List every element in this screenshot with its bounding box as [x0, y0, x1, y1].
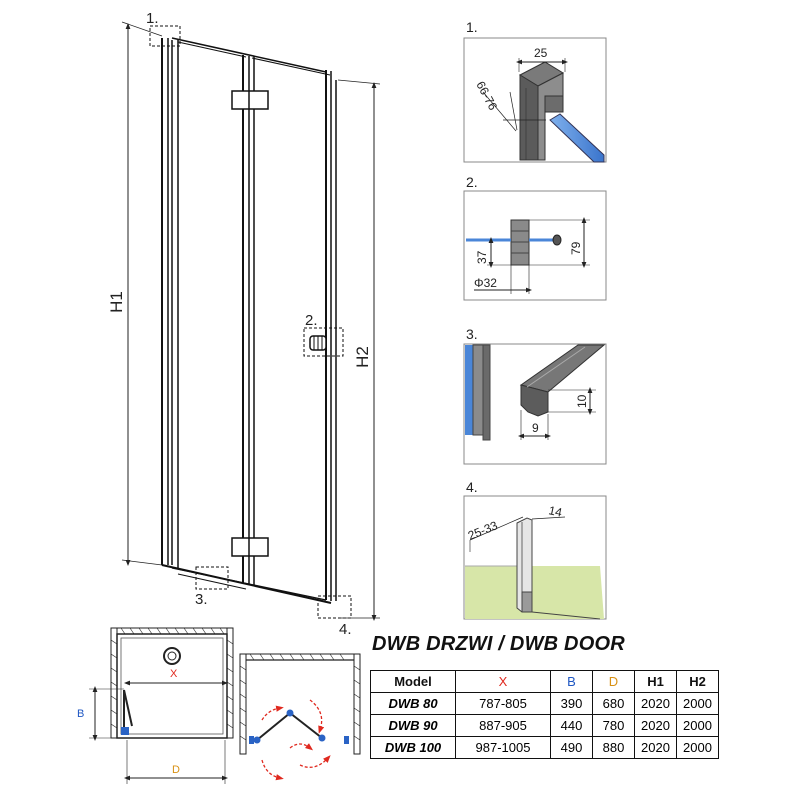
row-h1: 2020: [634, 736, 677, 759]
detail-3-panel: [463, 343, 607, 465]
row-d: 880: [592, 736, 635, 759]
row-x: 887-905: [455, 714, 551, 737]
col-h2: H2: [676, 670, 719, 693]
b-label: B: [77, 708, 84, 720]
row-x: 987-1005: [455, 736, 551, 759]
row-model: DWB 80: [370, 692, 456, 715]
dimension-table: Model X B D H1 H2 DWB 80 787-805 390 680…: [370, 670, 719, 759]
d-label: D: [172, 764, 180, 776]
table-row: DWB 100 987-1005 490 880 2020 2000: [370, 736, 719, 759]
row-d: 780: [592, 714, 635, 737]
col-b: B: [550, 670, 593, 693]
col-d: D: [592, 670, 635, 693]
row-b: 440: [550, 714, 593, 737]
opening-plan: [239, 653, 361, 781]
row-model: DWB 100: [370, 736, 456, 759]
table-header-row: Model X B D H1 H2: [370, 670, 719, 693]
detail-2-panel: [463, 190, 607, 301]
col-x: X: [455, 670, 551, 693]
h1-label: H1: [107, 291, 126, 313]
col-h1: H1: [634, 670, 677, 693]
detail-3-height: 10: [575, 394, 589, 408]
detail-4-value: 14: [547, 503, 563, 520]
detail-3-label: 3.: [466, 326, 478, 342]
detail-1-callout: 1.: [146, 10, 159, 27]
detail-4-panel: [463, 495, 607, 620]
row-d: 680: [592, 692, 635, 715]
detail-1-panel: [463, 37, 607, 163]
detail-1-width: 25: [534, 46, 548, 60]
detail-4-callout: 4.: [339, 621, 352, 638]
row-b: 490: [550, 736, 593, 759]
row-h2: 2000: [676, 736, 719, 759]
row-h1: 2020: [634, 714, 677, 737]
detail-2-diameter: Φ32: [474, 276, 497, 290]
detail-2-callout: 2.: [305, 312, 318, 329]
row-h2: 2000: [676, 714, 719, 737]
detail-2-label: 2.: [466, 174, 478, 190]
detail-2-h79: 79: [569, 241, 583, 255]
row-model: DWB 90: [370, 714, 456, 737]
detail-1-label: 1.: [466, 19, 478, 35]
door-elevation: [121, 21, 381, 621]
diagram-title: DWB DRZWI / DWB DOOR: [372, 633, 625, 655]
row-h2: 2000: [676, 692, 719, 715]
table-row: DWB 90 887-905 440 780 2020 2000: [370, 714, 719, 737]
row-x: 787-805: [455, 692, 551, 715]
h2-label: H2: [353, 346, 372, 368]
col-model: Model: [370, 670, 456, 693]
x-label: X: [170, 668, 178, 680]
top-view-plan: [89, 627, 234, 784]
table-row: DWB 80 787-805 390 680 2020 2000: [370, 692, 719, 715]
detail-2-h37: 37: [475, 250, 489, 264]
row-h1: 2020: [634, 692, 677, 715]
detail-4-label: 4.: [466, 479, 478, 495]
detail-3-width: 9: [532, 421, 539, 435]
row-b: 390: [550, 692, 593, 715]
detail-3-callout: 3.: [195, 591, 208, 608]
